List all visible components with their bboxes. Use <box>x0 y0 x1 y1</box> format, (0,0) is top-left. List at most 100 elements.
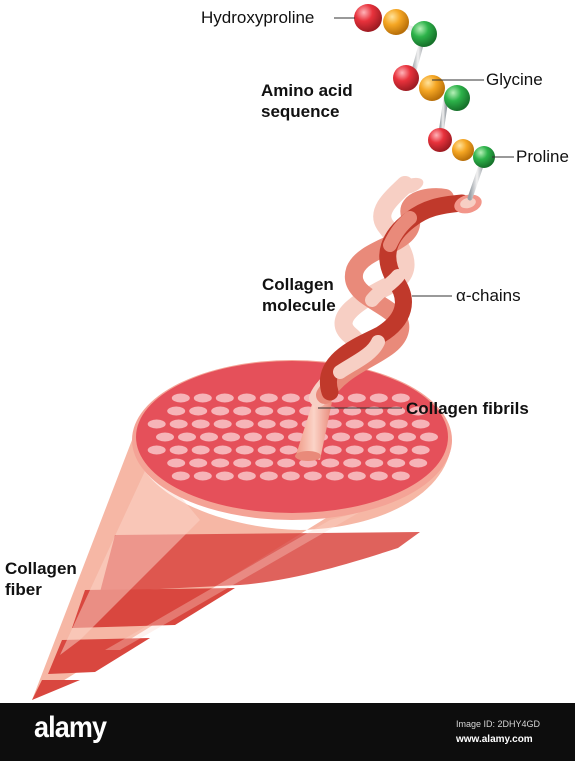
fibril-cross-section <box>216 472 234 481</box>
fibril-cross-section <box>189 407 207 416</box>
label-collagen-molecule-line2: molecule <box>262 295 336 316</box>
fibril-cross-section <box>376 433 394 442</box>
fibril-cross-section <box>236 420 254 429</box>
fibril-cross-section <box>170 446 188 455</box>
label-amino-acid-sequence-line2: sequence <box>261 101 353 122</box>
fibril-cross-section <box>387 459 405 468</box>
fibril-cross-section <box>172 394 190 403</box>
fibril-cross-section <box>392 472 410 481</box>
fibril-cross-section <box>233 407 251 416</box>
fibril-cross-section <box>280 446 298 455</box>
fibril-cross-section <box>326 472 344 481</box>
fibril-cross-section <box>324 446 342 455</box>
fibril-cross-section <box>282 394 300 403</box>
fibril-cross-section <box>211 407 229 416</box>
fibril-cross-section <box>148 446 166 455</box>
brand-logo: alamy <box>34 711 106 745</box>
fibril-cross-section <box>194 394 212 403</box>
fibril-cross-section <box>178 433 196 442</box>
fiber-cross-section <box>132 360 452 520</box>
fibril-cross-section <box>368 446 386 455</box>
fibril-cross-section <box>170 420 188 429</box>
residue-proline-3 <box>452 139 474 161</box>
fibril-cross-section <box>233 459 251 468</box>
residue-glycine-1 <box>411 21 437 47</box>
fibril-cross-section <box>368 420 386 429</box>
fibril-cross-section <box>348 394 366 403</box>
fibril-cross-section <box>189 459 207 468</box>
label-proline: Proline <box>516 147 569 167</box>
residue-hydroxyproline-2 <box>393 65 419 91</box>
fibril-cross-section <box>332 433 350 442</box>
fibril-cross-section <box>412 446 430 455</box>
fibril-cross-section <box>222 433 240 442</box>
fibril-cross-section <box>260 472 278 481</box>
fibril-cross-section <box>260 394 278 403</box>
fibril-cross-section <box>200 433 218 442</box>
fibril-cross-section <box>346 446 364 455</box>
fibril-cross-section <box>370 472 388 481</box>
label-collagen-fibrils: Collagen fibrils <box>406 398 529 419</box>
fibril-cross-section <box>258 446 276 455</box>
label-amino-acid-sequence: Amino acid sequence <box>261 80 353 122</box>
residue-hydroxyproline-1 <box>354 4 382 32</box>
label-glycine: Glycine <box>486 70 543 90</box>
residue-hydroxyproline-3 <box>428 128 452 152</box>
fibril-cross-section <box>390 420 408 429</box>
fibril-cross-section <box>348 472 366 481</box>
fibril-cross-section <box>277 459 295 468</box>
fibril-cross-section <box>370 394 388 403</box>
fibril-cross-section <box>214 446 232 455</box>
fibril-cross-section <box>390 446 408 455</box>
fibril-cross-section <box>255 459 273 468</box>
label-collagen-molecule: Collagen molecule <box>262 274 336 316</box>
label-collagen-fiber-line2: fiber <box>5 579 77 600</box>
fibril-cross-section <box>420 433 438 442</box>
label-alpha-chains: α-chains <box>456 286 521 306</box>
fibril-cross-section <box>255 407 273 416</box>
fibril-cross-section <box>156 433 174 442</box>
image-id-text: Image ID: 2DHY4GD <box>456 719 540 729</box>
fibril-cross-section <box>216 394 234 403</box>
fibril-cross-section <box>343 459 361 468</box>
fibril-cross-section <box>280 420 298 429</box>
collagen-structure-diagram: Hydroxyproline Glycine Proline Amino aci… <box>0 0 575 703</box>
fibril-cross-section <box>282 472 300 481</box>
site-url: www.alamy.com <box>456 734 533 745</box>
fibril-cross-section <box>266 433 284 442</box>
fibril-cross-section <box>277 407 295 416</box>
fibril-cross-section <box>167 407 185 416</box>
fibril-cross-section <box>148 420 166 429</box>
amino-acid-chain <box>354 4 495 198</box>
watermark-footer: alamy Image ID: 2DHY4GD www.alamy.com <box>0 703 575 761</box>
fibril-cross-section <box>321 459 339 468</box>
residue-proline-2 <box>419 75 445 101</box>
label-collagen-molecule-line1: Collagen <box>262 274 336 295</box>
fibril-cross-section <box>211 459 229 468</box>
fibril-cross-section <box>194 472 212 481</box>
fibril-cross-section <box>167 459 185 468</box>
fibril-cross-section <box>409 459 427 468</box>
fibril-cross-section <box>172 472 190 481</box>
fibril-cross-section <box>192 446 210 455</box>
label-collagen-fiber-line1: Collagen <box>5 558 77 579</box>
fibril-cross-section <box>365 459 383 468</box>
fibril-cross-section <box>238 394 256 403</box>
fibril-cross-section <box>192 420 210 429</box>
label-amino-acid-sequence-line1: Amino acid <box>261 80 353 101</box>
label-collagen-fiber: Collagen fiber <box>5 558 77 600</box>
fibril-cross-section <box>214 420 232 429</box>
residue-glycine-3 <box>473 146 495 168</box>
fibril-cross-section <box>412 420 430 429</box>
fibril-cross-section <box>354 433 372 442</box>
fibril-cross-section <box>258 420 276 429</box>
fibril-cross-section <box>238 472 256 481</box>
fibril-cross-section <box>398 433 416 442</box>
fibril-cross-section <box>244 433 262 442</box>
residue-glycine-2 <box>444 85 470 111</box>
fibril-cross-section <box>304 472 322 481</box>
label-hydroxyproline: Hydroxyproline <box>201 8 314 28</box>
residue-proline-1 <box>383 9 409 35</box>
fibril-cross-section <box>346 420 364 429</box>
fibril-cross-section <box>236 446 254 455</box>
